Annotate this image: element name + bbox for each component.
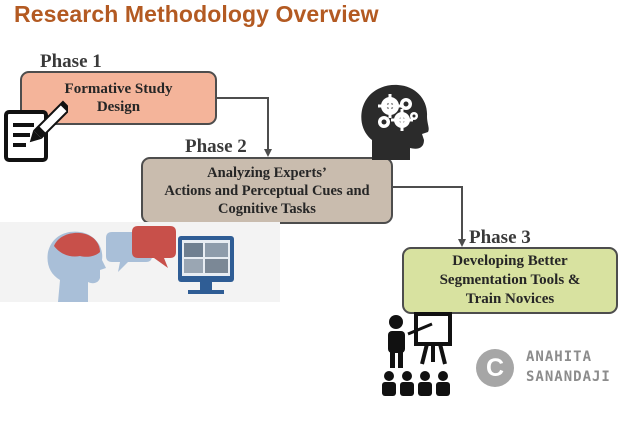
copyright-logo-icon (476, 349, 514, 387)
diagram-title: Research Methodology Overview (14, 1, 379, 27)
watermark-logo-letter: C (485, 354, 505, 382)
phase-2-label: Phase 2 (185, 136, 247, 157)
edit-document-icon (4, 100, 68, 162)
phase-1-text: Formative Study Design (64, 81, 173, 115)
phase-2-box: Analyzing Experts’ Actions and Perceptua… (141, 157, 393, 224)
expert-conversation-monitor-icon (0, 222, 280, 302)
watermark-name-line-2: SANANDAJI (526, 369, 611, 385)
arrow-phase2-to-phase3 (393, 186, 466, 247)
phase-1-box: Formative Study Design (20, 71, 217, 125)
phase-3-box: Developing Better Segmentation Tools & T… (402, 247, 618, 314)
presenter-audience-icon (382, 312, 452, 396)
brain-gears-head-icon (361, 84, 429, 160)
watermark: C ANAHITA SANANDAJI (476, 348, 611, 390)
phase-2-text: Analyzing Experts’ Actions and Perceptua… (164, 164, 370, 217)
arrow-phase1-to-phase2 (217, 97, 272, 157)
phase-3-label: Phase 3 (469, 227, 531, 248)
watermark-name-line-1: ANAHITA (526, 349, 593, 365)
phase-1-label: Phase 1 (40, 51, 102, 72)
phase-3-text: Developing Better Segmentation Tools & T… (439, 253, 581, 307)
